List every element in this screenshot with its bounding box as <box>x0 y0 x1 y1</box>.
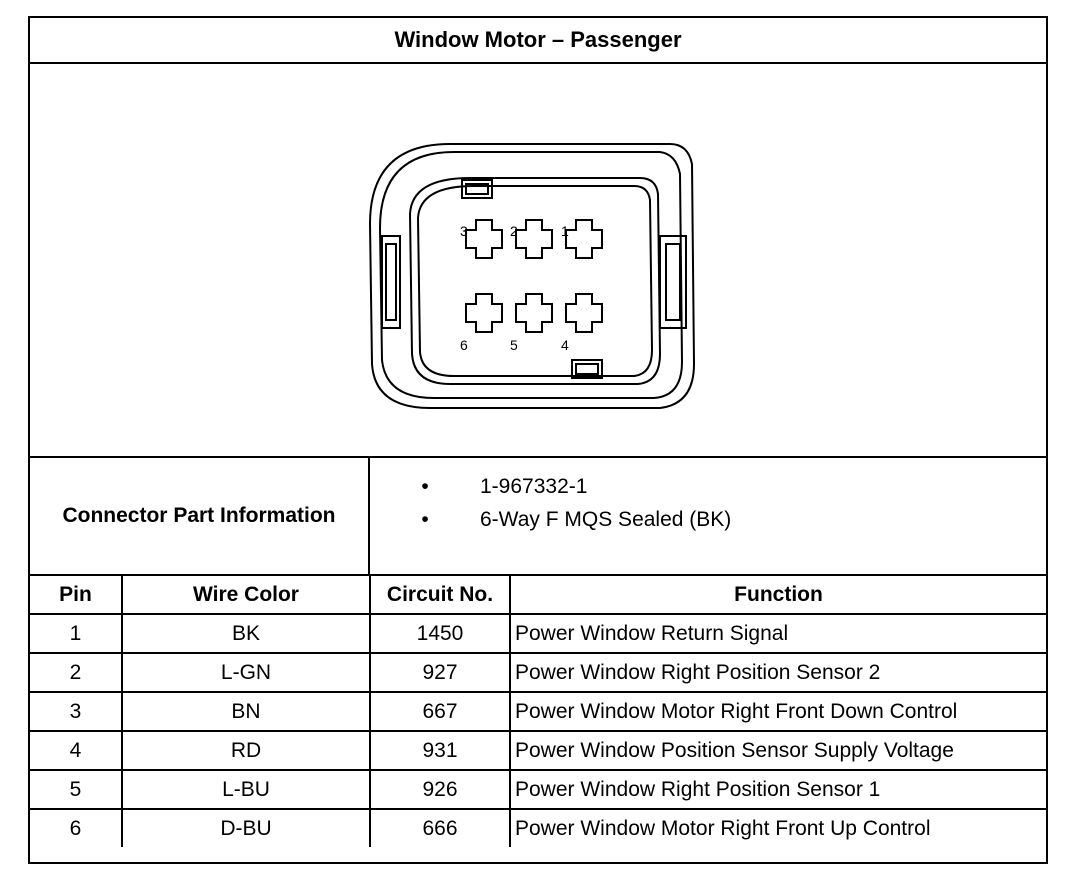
cell-function: Power Window Position Sensor Supply Volt… <box>509 730 1046 771</box>
part-number: 1-967332-1 <box>480 475 588 498</box>
header-pin: Pin <box>30 576 123 615</box>
cell-circuit: 1450 <box>369 613 511 654</box>
bullet-icon: • <box>421 475 429 498</box>
cell-circuit: 666 <box>369 808 511 847</box>
cell-function: Power Window Right Position Sensor 1 <box>509 769 1046 810</box>
connector-diagram: 3 2 1 6 5 4 <box>30 64 1046 458</box>
connector-description: 6-Way F MQS Sealed (BK) <box>480 508 732 531</box>
cell-circuit: 667 <box>369 691 511 732</box>
top-key-inner <box>465 183 489 195</box>
cell-pin: 6 <box>30 808 123 847</box>
pin-number-label: 3 <box>460 223 468 239</box>
pin-number-label: 2 <box>510 223 518 239</box>
connector-inner-seal <box>408 177 662 385</box>
table-row: 5 L-BU 926 Power Window Right Position S… <box>30 769 1046 810</box>
terminal-cavity-1 <box>565 219 603 259</box>
connector-shell-ridge <box>378 151 684 399</box>
part-info-list: • 1-967332-1 • 6-Way F MQS Sealed (BK) <box>370 470 731 536</box>
table-row: 2 L-GN 927 Power Window Right Position S… <box>30 652 1046 693</box>
bottom-key <box>571 359 603 379</box>
cell-pin: 5 <box>30 769 123 810</box>
bullet-icon: • <box>421 508 429 531</box>
cell-wire-color: L-BU <box>121 769 371 810</box>
terminal-cavity-5 <box>515 293 553 333</box>
connector-inner-cavity <box>416 185 654 377</box>
cell-pin: 2 <box>30 652 123 693</box>
cell-circuit: 927 <box>369 652 511 693</box>
header-function: Function <box>509 576 1046 615</box>
part-info-item: • 1-967332-1 <box>370 470 731 503</box>
terminal-cavity-3 <box>465 219 503 259</box>
connector-part-info: Connector Part Information • 1-967332-1 … <box>30 458 1046 576</box>
header-wire-color: Wire Color <box>121 576 371 615</box>
connector-face-drawing: 3 2 1 6 5 4 <box>368 143 696 409</box>
table-row: 4 RD 931 Power Window Position Sensor Su… <box>30 730 1046 771</box>
cell-function: Power Window Return Signal <box>509 613 1046 654</box>
right-latch <box>659 235 687 329</box>
cell-function: Power Window Motor Right Front Down Cont… <box>509 691 1046 732</box>
pinout-header-row: Pin Wire Color Circuit No. Function <box>30 576 1046 615</box>
right-latch-inner <box>665 243 681 321</box>
connector-sheet: Window Motor – Passenger <box>28 16 1048 864</box>
table-row: 6 D-BU 666 Power Window Motor Right Fron… <box>30 808 1046 847</box>
pin-number-label: 5 <box>510 337 518 353</box>
left-latch-inner <box>385 243 397 321</box>
header-circuit-no: Circuit No. <box>369 576 511 615</box>
cell-circuit: 926 <box>369 769 511 810</box>
table-row: 1 BK 1450 Power Window Return Signal <box>30 613 1046 654</box>
pin-number-label: 6 <box>460 337 468 353</box>
cell-wire-color: BN <box>121 691 371 732</box>
cell-wire-color: RD <box>121 730 371 771</box>
part-info-item: • 6-Way F MQS Sealed (BK) <box>370 503 731 536</box>
terminal-cavity-4 <box>565 293 603 333</box>
cell-pin: 3 <box>30 691 123 732</box>
connector-outer-shell <box>368 143 696 409</box>
cell-wire-color: D-BU <box>121 808 371 847</box>
terminal-cavity-2 <box>515 219 553 259</box>
cell-wire-color: L-GN <box>121 652 371 693</box>
sheet-title: Window Motor – Passenger <box>30 18 1046 64</box>
left-latch <box>381 235 401 329</box>
table-row: 3 BN 667 Power Window Motor Right Front … <box>30 691 1046 732</box>
top-key <box>461 179 493 199</box>
terminal-cavity-6 <box>465 293 503 333</box>
cell-pin: 1 <box>30 613 123 654</box>
pinout-table: Pin Wire Color Circuit No. Function 1 BK… <box>30 576 1046 847</box>
pin-number-label: 4 <box>561 337 569 353</box>
bottom-key-inner <box>575 363 599 375</box>
cell-pin: 4 <box>30 730 123 771</box>
cell-circuit: 931 <box>369 730 511 771</box>
cell-function: Power Window Right Position Sensor 2 <box>509 652 1046 693</box>
cell-function: Power Window Motor Right Front Up Contro… <box>509 808 1046 847</box>
pin-number-label: 1 <box>561 223 569 239</box>
cell-wire-color: BK <box>121 613 371 654</box>
part-info-label: Connector Part Information <box>30 458 370 574</box>
